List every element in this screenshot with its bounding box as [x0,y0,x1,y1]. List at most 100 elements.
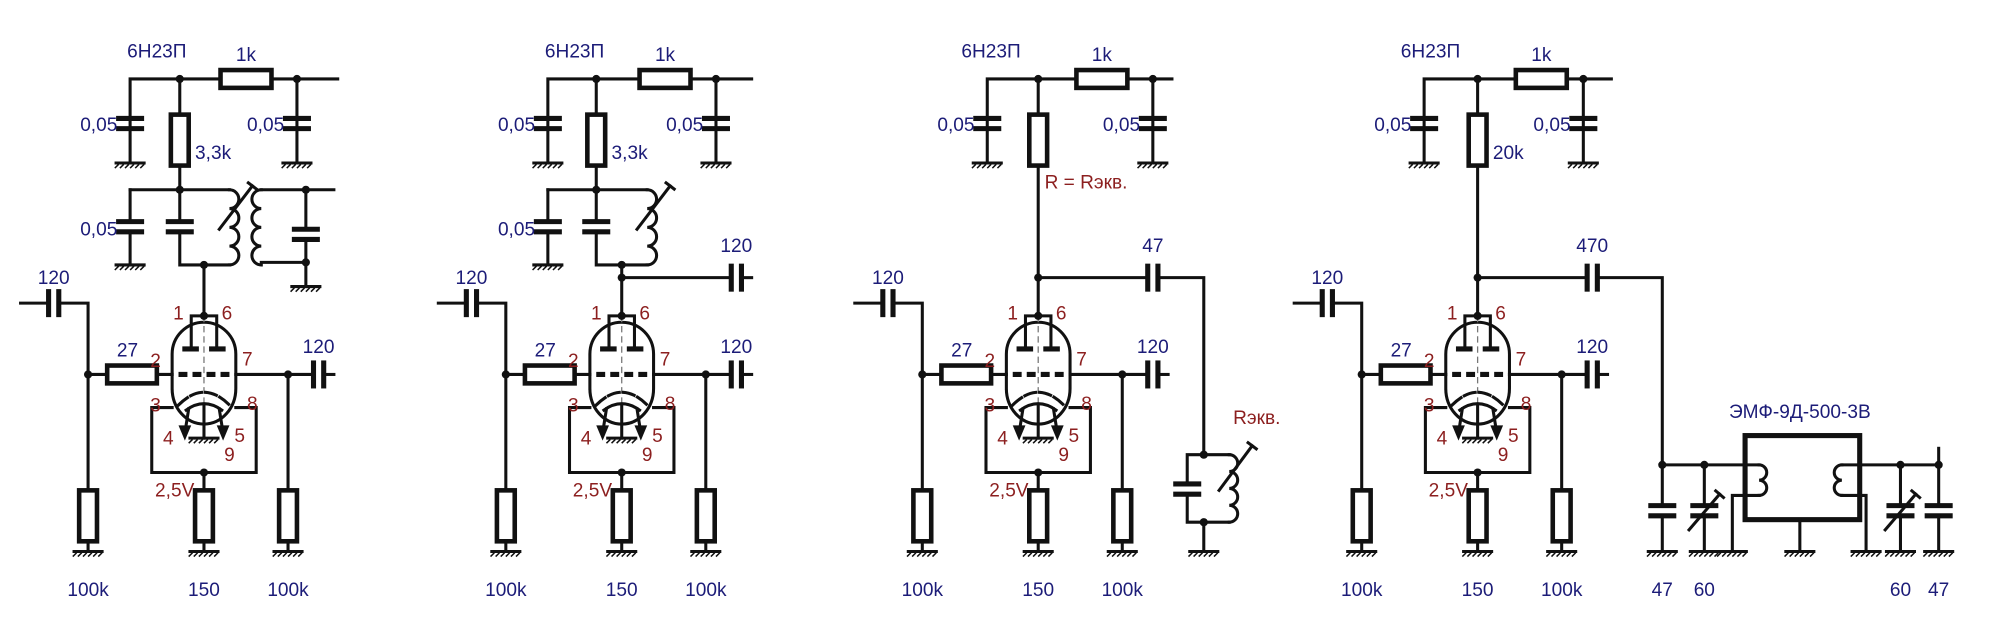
ground-hatch [82,552,88,558]
variable-capacitor-60-label: 60 [1890,580,1911,601]
ground-icon [605,549,638,558]
ground-hatch [1361,552,1367,558]
output-grid-resistor-label: 100k [685,580,727,601]
tube-pin-label: 3 [1424,395,1435,416]
ground-hatch [1193,552,1198,558]
ground-hatch [971,163,977,169]
ground-hatch [1716,552,1722,558]
ground-hatch [1106,552,1112,558]
trimmer-arrow-icon [663,180,677,192]
ground-hatch [1126,552,1132,558]
ground-hatch [1572,163,1578,169]
ground-hatch [1466,438,1472,444]
tube-type-label: 6Н23П [545,41,604,62]
ground-hatch [1567,163,1573,169]
load-resistor [1466,112,1489,168]
ground-hatch [1042,438,1048,444]
anode-output-capacitor-label: 47 [1142,236,1163,257]
ground-hatch [1428,163,1434,169]
ground-hatch [77,552,83,558]
wire [128,77,223,165]
ground-hatch [1894,552,1900,558]
load-resistor-label: 20k [1493,143,1524,164]
tube-pin-label: 5 [234,426,245,447]
ground-hatch [1860,552,1866,558]
tube-pin-label: 9 [642,445,653,466]
cathode-resistor-label: 150 [606,580,638,601]
ground-hatch [188,438,194,444]
ground-hatch [1698,552,1704,558]
tube-pin-label: 2 [568,351,579,372]
ground-icon [532,161,564,169]
ground-hatch [129,265,135,271]
tube-pin-label: 6 [222,304,233,325]
ground-hatch [1157,163,1163,169]
ground-hatch [193,438,199,444]
tank-capacitor-label: 0,05 [80,220,117,241]
ground-hatch [305,287,311,293]
ground-hatch [1855,552,1861,558]
filter-capacitor-right [701,115,730,132]
wire [1422,77,1518,165]
ground-hatch [198,438,204,444]
ground-hatch [290,287,295,293]
ground-hatch [1482,552,1488,558]
ground-hatch [1418,163,1424,169]
ground-hatch [1741,552,1747,558]
ground-hatch [996,163,1002,169]
ground-hatch [198,552,204,558]
ground-hatch [1423,163,1429,169]
ground-icon [1137,161,1169,169]
ground-hatch [490,552,495,558]
ground-hatch [315,287,321,293]
ground-hatch [1948,552,1954,558]
load-resistor [168,112,191,168]
ground-hatch [301,163,307,169]
tube-type-label: 6Н23П [961,41,1020,62]
ground-hatch [1433,163,1439,169]
filter-capacitor-left-label: 0,05 [498,115,535,136]
ground-hatch [1477,438,1482,444]
ground-hatch [715,163,721,169]
wire [475,301,508,492]
ground-hatch [621,438,627,444]
trimmer-arrow-icon [217,183,255,232]
cathode-voltage-label: 2,5V [573,481,613,502]
ground-hatch [124,265,130,271]
ground-hatch [1666,552,1672,558]
grid-leak-resistor-label: 100k [1341,580,1383,601]
ground-hatch [720,163,726,169]
ground-hatch [1047,552,1053,558]
ground-hatch [1037,552,1043,558]
filter-capacitor-left [116,115,145,132]
ground-hatch [921,552,927,558]
load-resistor [1027,112,1050,168]
tube-pin-label: 9 [1058,445,1069,466]
ground-icon [971,161,1003,169]
ground-hatch [1656,552,1662,558]
inductor-coil [1832,463,1844,497]
tube-pin-label: 3 [568,395,579,416]
load-resistor-label: 3,3k [612,143,649,164]
ground-hatch [495,552,500,558]
ground-hatch [557,265,563,271]
ground-hatch [1651,552,1657,558]
ground-hatch [282,552,288,558]
ground-hatch [981,163,987,169]
ground-hatch [1345,552,1351,558]
ground-hatch [119,265,125,271]
cathode-voltage-label: 2,5V [989,481,1029,502]
variable-capacitor-60-label: 60 [1694,580,1715,601]
arrow-icon [216,425,230,441]
ground-hatch [300,287,306,293]
grid-leak-resistor-label: 100k [485,580,527,601]
ground-hatch [1116,552,1122,558]
output-capacitor-label: 120 [720,337,752,358]
input-capacitor-label: 120 [38,268,70,289]
filter-body [1742,433,1863,523]
